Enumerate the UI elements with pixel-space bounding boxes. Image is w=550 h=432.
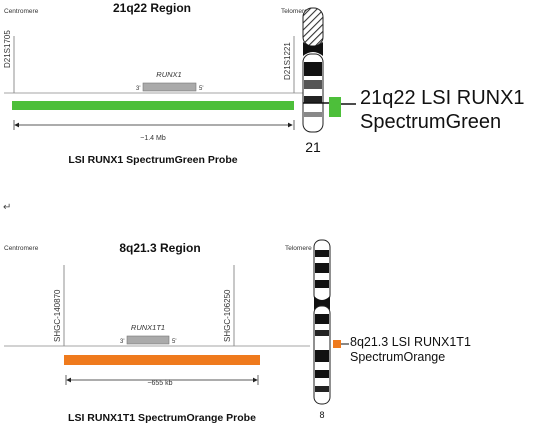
legend-line2: SpectrumOrange [350,350,445,364]
panel-21q22: 21q22 Region Centromere Telomere D21S170… [3,1,525,166]
region-title: 8q21.3 Region [119,241,200,255]
telomere-label: Telomere [285,245,312,252]
legend-line1: 21q22 LSI RUNX1 [360,87,525,109]
gene-box [142,82,197,92]
marker-left-label: D21S1705 [3,30,12,68]
legend-swatch-orange [333,340,341,348]
chromosome-8-ideogram [313,239,331,405]
gene-end-3: 3' [120,339,124,345]
legend-line2: SpectrumGreen [360,111,501,133]
marker-right-label: SHGC-106250 [223,289,232,342]
panel-8q21-3: 8q21.3 Region Centromere Telomere SHGC-1… [4,239,471,424]
marker-right-label: D21S1221 [283,42,292,80]
gene-end-5: 5' [199,86,203,92]
centromere-label: Centromere [4,245,39,252]
chromosome-number: 8 [319,410,324,420]
gene-end-5: 5' [172,339,176,345]
paragraph-mark: ↵ [3,202,11,213]
legend-swatch-green [329,97,341,117]
centromere-label: Centromere [4,8,39,15]
marker-left-label: SHGC-140870 [53,289,62,342]
probe-bar-orange [64,355,260,365]
telomere-label: Telomere [281,8,308,15]
gene-box [126,335,170,345]
chromosome-number: 21 [305,139,321,155]
size-label: ~655 kb [147,380,172,387]
size-label: ~1.4 Mb [140,135,166,142]
gene-label: RUNX1 [156,70,181,79]
chromosome-21-ideogram [302,7,330,133]
probe-bar-green [12,101,294,110]
region-title: 21q22 Region [113,1,191,15]
probe-title: LSI RUNX1 SpectrumGreen Probe [68,154,237,166]
gene-label: RUNX1T1 [131,323,165,332]
legend-line1: 8q21.3 LSI RUNX1T1 [350,335,471,349]
probe-title: LSI RUNX1T1 SpectrumOrange Probe [68,412,256,424]
gene-end-3: 3' [136,86,140,92]
